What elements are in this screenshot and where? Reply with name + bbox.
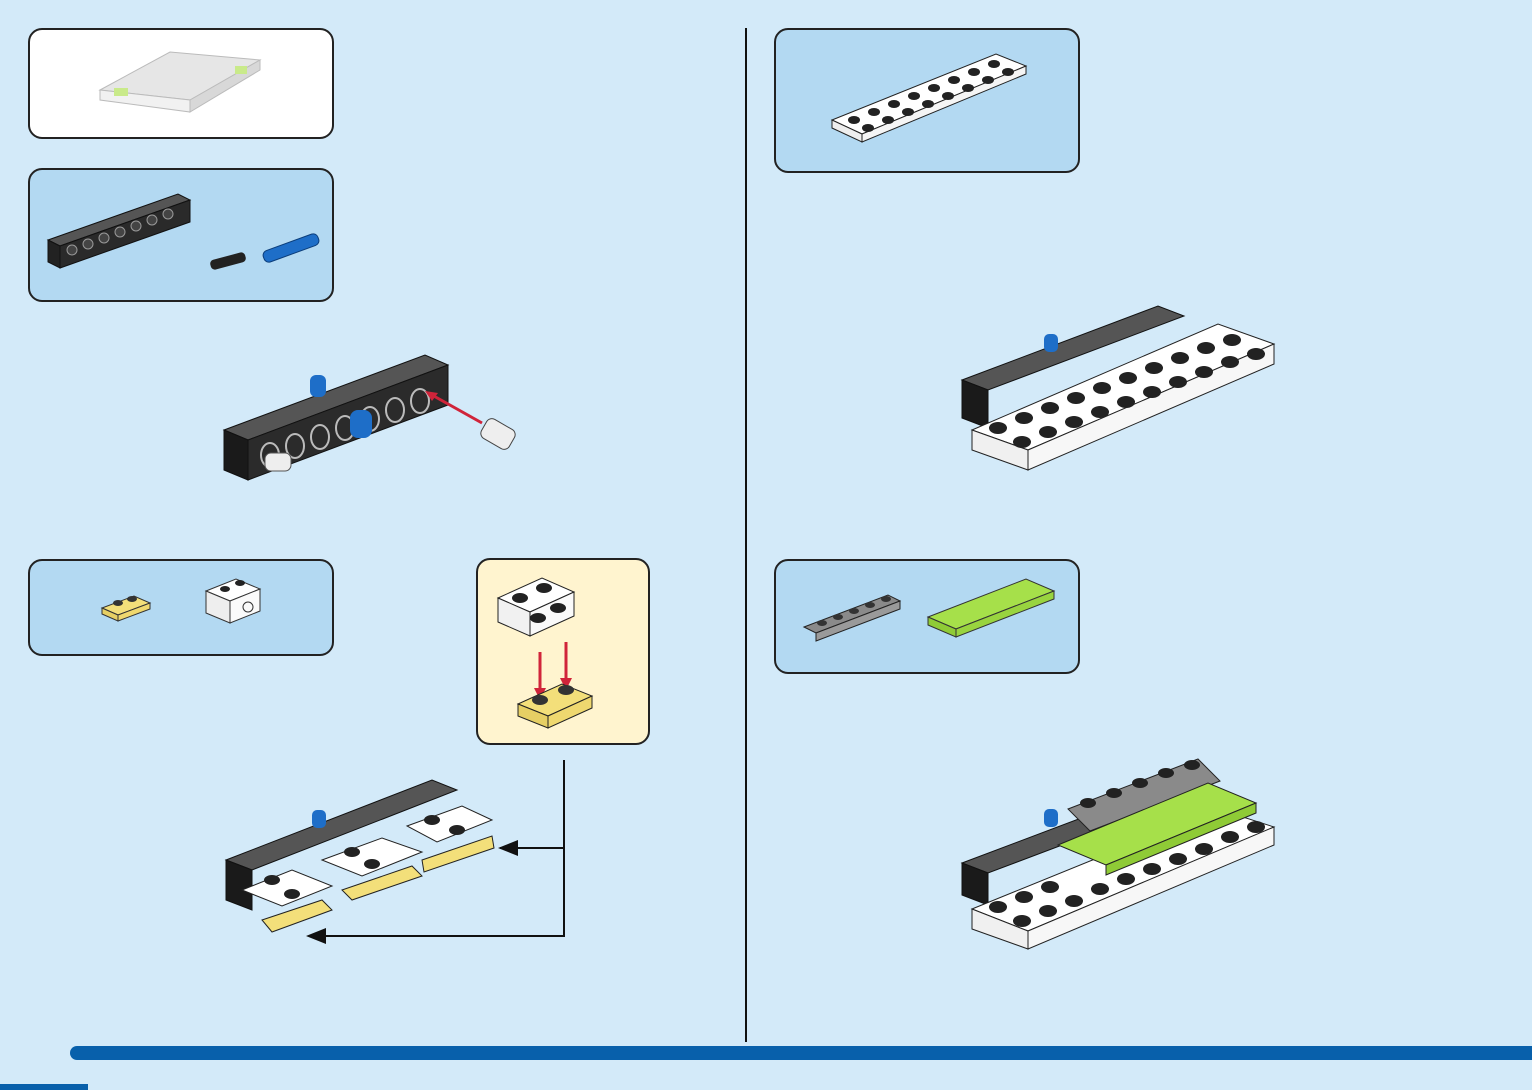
model-preview-icon	[30, 30, 336, 141]
zoom-callout-panel	[476, 558, 650, 745]
arrow-icon	[432, 395, 482, 423]
axle-pin-icon	[262, 232, 321, 263]
parts-panel-plate	[774, 28, 1080, 173]
parts-panel-beam-pins	[28, 168, 334, 302]
page-tab	[0, 1084, 88, 1090]
plate-icon	[804, 595, 900, 641]
preview-panel	[28, 28, 334, 139]
tile-icon	[928, 579, 1054, 637]
bottom-bar	[70, 1046, 1532, 1060]
parts-panel-tiles	[774, 559, 1080, 674]
page-divider	[745, 28, 747, 1042]
assembly-beam-illustration	[220, 345, 530, 490]
arrow-icon	[498, 840, 518, 856]
pin-icon	[209, 252, 246, 271]
assembly-plate-illustration	[958, 300, 1278, 475]
brick-icon	[206, 579, 260, 623]
beam-icon	[48, 194, 190, 268]
plate-icon	[102, 596, 150, 621]
assembly-bricks-illustration	[222, 760, 572, 950]
plate-icon	[832, 54, 1026, 142]
parts-panel-plate-brick	[28, 559, 334, 656]
assembly-tiles-illustration	[958, 755, 1278, 950]
